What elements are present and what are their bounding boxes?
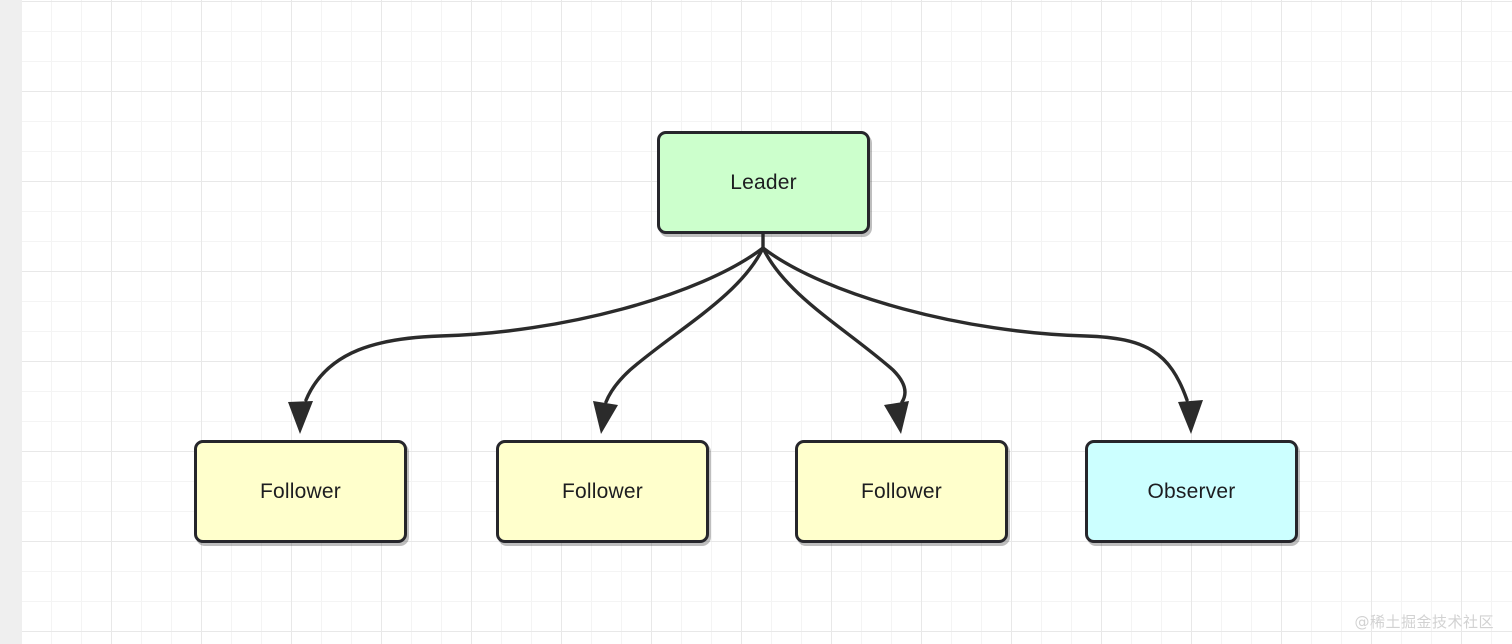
left-gutter: [0, 0, 22, 644]
node-follower-2[interactable]: Follower: [496, 440, 709, 543]
node-leader-label: Leader: [730, 171, 797, 194]
node-follower-3[interactable]: Follower: [795, 440, 1008, 543]
node-leader[interactable]: Leader: [657, 131, 870, 234]
node-follower-2-label: Follower: [562, 480, 643, 503]
edge-leader-follower-1: [288, 246, 765, 434]
edge-leader-follower-2: [593, 246, 765, 434]
edge-leader-follower-3: [761, 246, 909, 434]
edge-leader-observer: [761, 246, 1203, 434]
watermark: @稀土掘金技术社区: [1354, 613, 1494, 631]
node-follower-3-label: Follower: [861, 480, 942, 503]
node-follower-1[interactable]: Follower: [194, 440, 407, 543]
node-observer-label: Observer: [1147, 480, 1236, 503]
node-observer[interactable]: Observer: [1085, 440, 1298, 543]
node-follower-1-label: Follower: [260, 480, 341, 503]
